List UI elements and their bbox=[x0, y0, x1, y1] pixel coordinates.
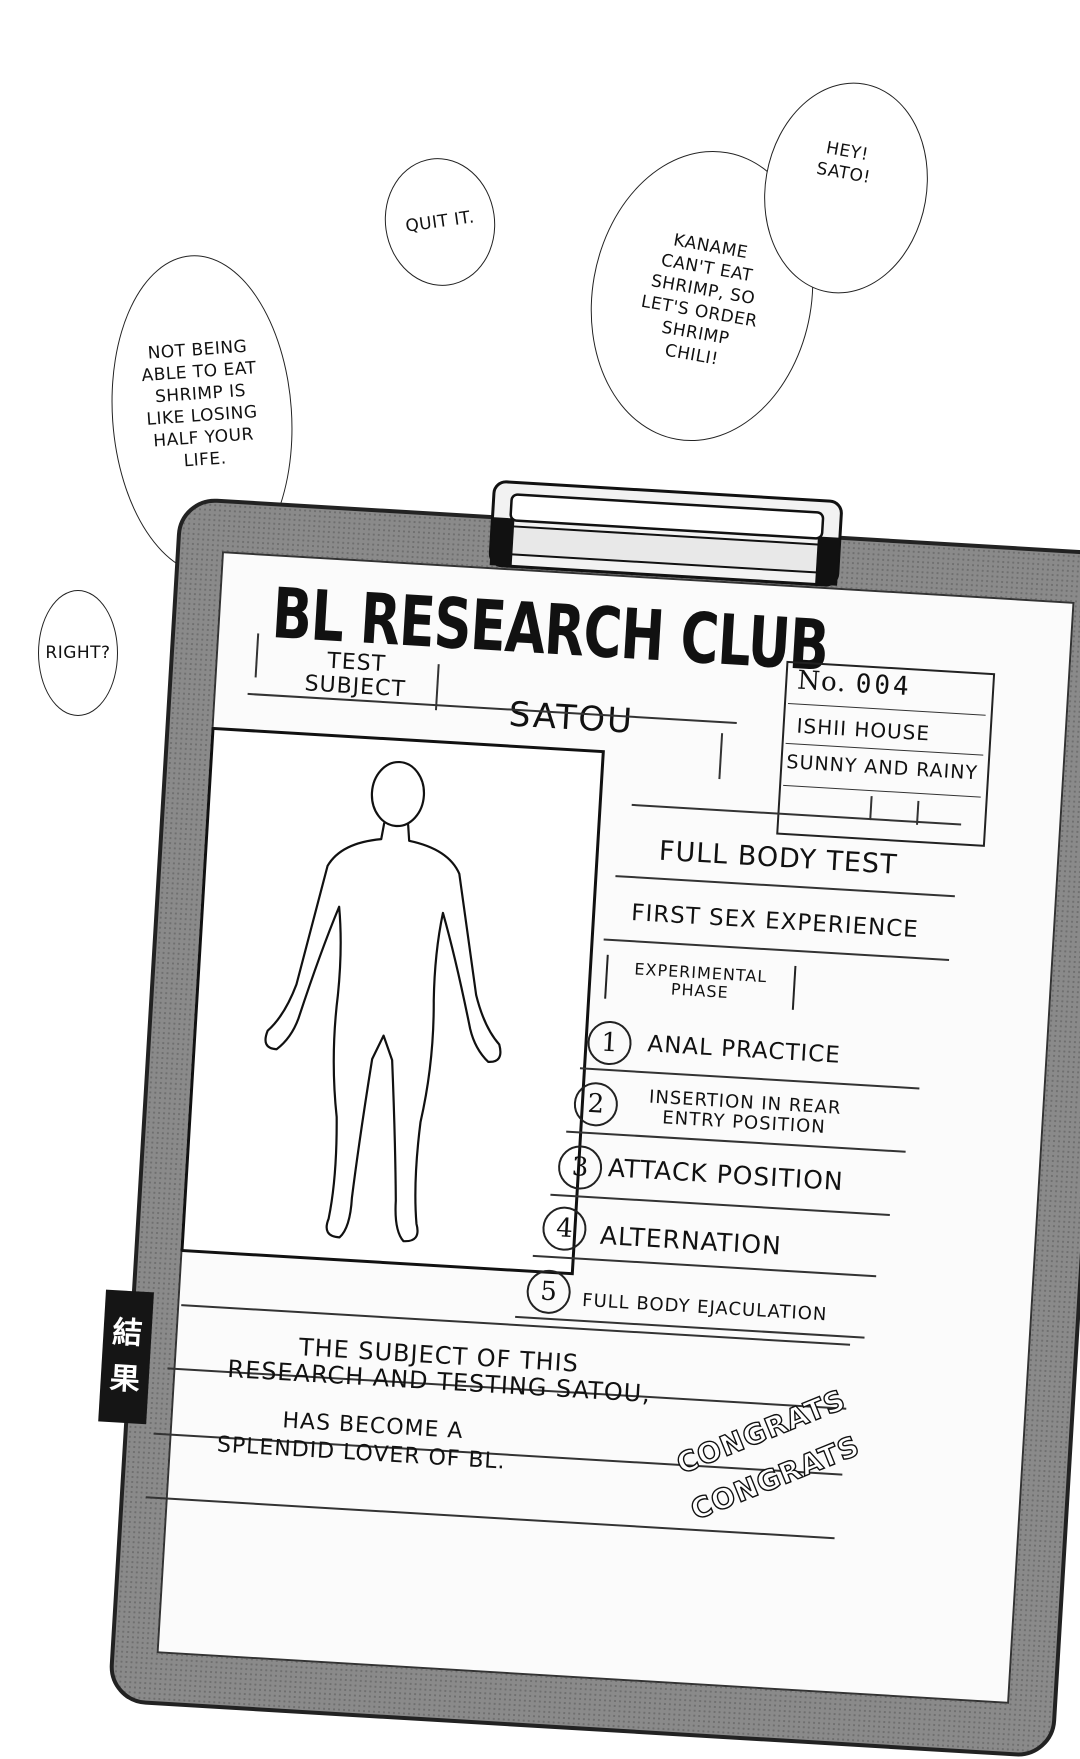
phase-step-5: 5 FULL BODY EJACULATION bbox=[60, 0, 1080, 1339]
test-subject-label: TEST SUBJECT bbox=[303, 648, 407, 703]
clipboard-clip-icon bbox=[488, 480, 843, 587]
subject-name: SATOU bbox=[507, 694, 636, 742]
speech-bubble-right: RIGHT? bbox=[38, 590, 118, 716]
phase-step-1: 1 ANAL PRACTICE bbox=[60, 0, 1080, 1090]
clipboard: BL RESEARCH CLUB TEST SUBJECT SATOU No. … bbox=[60, 0, 1080, 1759]
phase-step-2: 2 INSERTION IN REAR ENTRY POSITION bbox=[60, 0, 1080, 1153]
bubble-text: RIGHT? bbox=[45, 643, 111, 663]
result-kanji-label: 結 果 bbox=[98, 1289, 154, 1425]
human-body-outline-icon bbox=[264, 760, 502, 1243]
phase-step-4: 4 ALTERNATION bbox=[60, 0, 1080, 1278]
phase-step-3: 3 ATTACK POSITION bbox=[60, 0, 1080, 1216]
